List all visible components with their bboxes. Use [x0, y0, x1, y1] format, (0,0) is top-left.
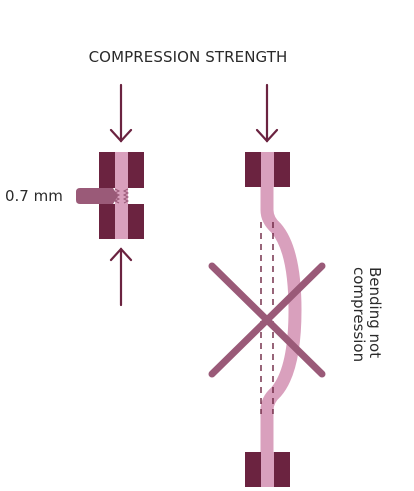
original-position-lines [260, 222, 274, 414]
bottom-clamp-right [245, 452, 290, 487]
lower-clamp [99, 204, 144, 239]
specimen-buckling [208, 83, 326, 487]
top-load-arrow [109, 83, 133, 143]
top-clamp-right [245, 152, 290, 187]
side-note: Bending not compression [347, 267, 384, 377]
specimen-correct [76, 83, 144, 307]
side-note-line-1: Bending not [366, 267, 384, 359]
upper-clamp [99, 152, 144, 188]
side-note-line-2: compression [350, 267, 368, 363]
gap-label: 0.7 mm [5, 187, 63, 205]
diagram-title: COMPRESSION STRENGTH [88, 48, 288, 66]
bottom-load-arrow [109, 247, 133, 307]
gap-pointer [76, 188, 118, 204]
top-load-arrow-right [255, 83, 279, 143]
bent-strip [260, 186, 302, 455]
cross-mark-icon [208, 262, 326, 378]
